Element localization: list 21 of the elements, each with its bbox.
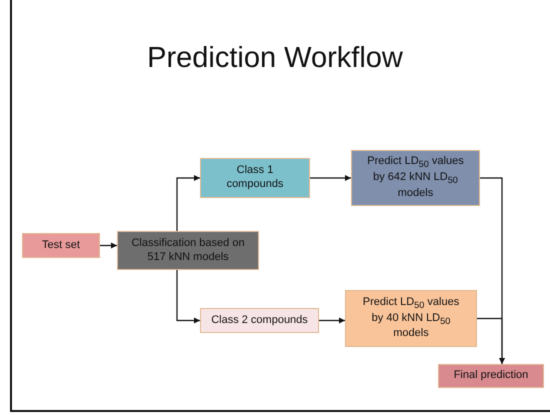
process-box [117,231,259,270]
process-box [438,364,544,388]
arrow [477,318,505,364]
box-label: Classification based on 517 kNN models [130,236,246,264]
arrow [319,318,345,324]
arrow [100,242,117,248]
box-label: Class 1 compounds [226,164,284,192]
process-box [22,233,100,258]
process-box [345,290,477,347]
process-box [200,308,319,333]
box-label: Final prediction [454,369,528,383]
box-label: Predict LD$_{50}$ values by 642 kNN LD$_{50}$ models [366,155,465,201]
box-label: Class 2 compounds [211,314,308,328]
title: Prediction Workflow [146,42,404,75]
arrow [176,270,200,324]
box-label: Predict LD$_{50}$ values by 40 kNN LD$_{50}$ models [362,296,460,342]
arrow [310,175,351,181]
process-box [200,158,310,198]
process-box [351,150,480,206]
arrow [176,175,200,231]
box-label: Test set [42,238,80,252]
